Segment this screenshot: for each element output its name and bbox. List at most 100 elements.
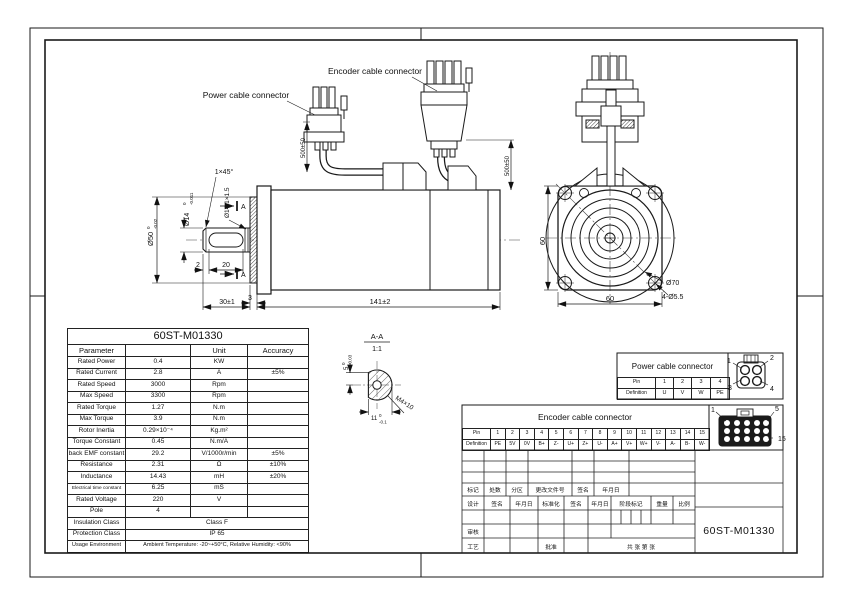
tb-mark: 标记 — [467, 486, 479, 494]
table-cell: Class F — [124, 517, 310, 530]
dim-encoder-cable-length — [466, 139, 514, 191]
tb-weight: 重量 — [656, 500, 668, 508]
dim-groove-text: Ø14.1×1.5 — [224, 187, 231, 218]
tb-count: 处数 — [489, 486, 501, 494]
dim-spigot-tol-lo: -0.02 — [153, 218, 158, 229]
flange — [256, 185, 272, 295]
section-marks: A A — [220, 201, 246, 279]
tb-standardization: 标准化 — [542, 500, 560, 508]
tb-change-doc-no: 更改文件号 — [536, 486, 565, 494]
dim-encoder-cable-text: 500±50 — [505, 155, 511, 176]
tb-date2: 年月日 — [515, 500, 532, 508]
dim-shaft-tol-lo: -0.011 — [189, 192, 194, 205]
section-mark-bottom: A — [241, 272, 246, 279]
table-cell: IP 65 — [124, 528, 310, 541]
dim-bolt-circle-text: Ø70 — [666, 280, 679, 287]
section-title: A-A — [371, 332, 384, 341]
tb-process: 工艺 — [467, 543, 479, 551]
table-cell: ±20% — [246, 471, 310, 484]
title-block-labels: 标记 处数 分区 更改文件号 签名 年月日 设计 签名 年月日 标准化 签名 年… — [467, 486, 774, 551]
encoder-connector-label: Encoder cable connector — [328, 66, 422, 76]
dim-chamfer-text: 1×45° — [215, 168, 234, 176]
table-cell: Unit — [190, 344, 248, 357]
dim-key-tol-hi: 0 — [341, 362, 346, 365]
dim-key-tol-lo: -0.03 — [348, 354, 353, 365]
power-connector-label: Power cable connector — [203, 90, 290, 100]
dim-flange-height-text: 60 — [538, 237, 547, 245]
power-pin1-label: 1 — [727, 358, 731, 365]
power-connector-panel — [616, 352, 784, 400]
tb-approve: 批准 — [545, 543, 557, 551]
table-cell: Insulation Class — [67, 517, 126, 530]
power-connector-drawing — [303, 86, 348, 151]
flange-front-view: 60 60 Ø70 4-Ø5.5 — [538, 52, 684, 307]
motor-body — [270, 189, 501, 291]
table-cell — [246, 505, 310, 518]
spigot — [249, 196, 258, 284]
encoder-connector-icon — [715, 408, 775, 447]
section-mark-top: A — [241, 204, 246, 211]
tb-scale: 比例 — [678, 500, 690, 508]
section-scale: 1:1 — [372, 346, 382, 353]
power-pin2-label: 2 — [770, 355, 774, 362]
power-connector-icon — [732, 354, 769, 389]
tb-sign: 签名 — [577, 486, 589, 494]
table-cell: Accuracy — [246, 344, 310, 357]
dims-section — [346, 363, 405, 415]
dim-shaft-tol-hi: 0 — [182, 202, 187, 205]
tb-date3: 年月日 — [591, 500, 608, 508]
encoder-connector-title: Encoder cable connector — [462, 407, 708, 428]
power-pin4-label: 4 — [770, 386, 774, 393]
dim-power-cable-length — [303, 121, 310, 173]
dims-flange — [544, 185, 669, 307]
tb-part-number: 60ST-M01330 — [703, 525, 774, 537]
dim-flat-width-text: 11 — [371, 416, 378, 422]
dim-spigot-diameter — [152, 196, 250, 284]
power-pin3-label: 3 — [728, 385, 732, 392]
dim-flat-tol-hi: 0 — [379, 413, 382, 418]
dim-shaft-length-text: 30±1 — [219, 299, 235, 306]
encoder-pin15-label: 15 — [778, 436, 786, 443]
tb-sheets: 共 张 第 张 — [627, 543, 655, 551]
cable-glands — [382, 162, 477, 191]
encoder-pin5-label: 5 — [775, 406, 779, 413]
tb-design: 设计 — [467, 500, 479, 508]
power-cable — [319, 150, 393, 176]
keyway-slot — [208, 232, 244, 248]
tb-check: 审核 — [467, 528, 479, 536]
title-block-grid — [461, 449, 784, 554]
dim-shaft-diameter — [180, 217, 203, 263]
drawing-frame — [29, 27, 824, 578]
encoder-pin1-label: 1 — [711, 407, 715, 414]
dim-spigot-text: Ø50 — [146, 232, 155, 246]
tb-date: 年月日 — [602, 486, 619, 494]
dim-body-length-text: 141±2 — [370, 297, 391, 306]
dims-bottom — [194, 249, 501, 310]
dim-flat-tol-lo: -0.1 — [379, 420, 387, 425]
encoder-connector-panel — [461, 404, 784, 451]
tb-sign2: 签名 — [491, 500, 503, 508]
dim-tip-text: 2 — [196, 262, 200, 269]
dim-tap-text: M4×10 — [394, 395, 415, 412]
table-cell: Ambient Temperature: -20~+50°C, Relative… — [124, 540, 310, 553]
motor-side-view: Power cable connector Encoder cable conn… — [146, 60, 520, 310]
dim-flange-width-text: 60 — [606, 294, 614, 303]
tb-sign3: 签名 — [570, 500, 582, 508]
tb-zone: 分区 — [511, 486, 523, 494]
encoder-connector-front — [573, 55, 647, 187]
